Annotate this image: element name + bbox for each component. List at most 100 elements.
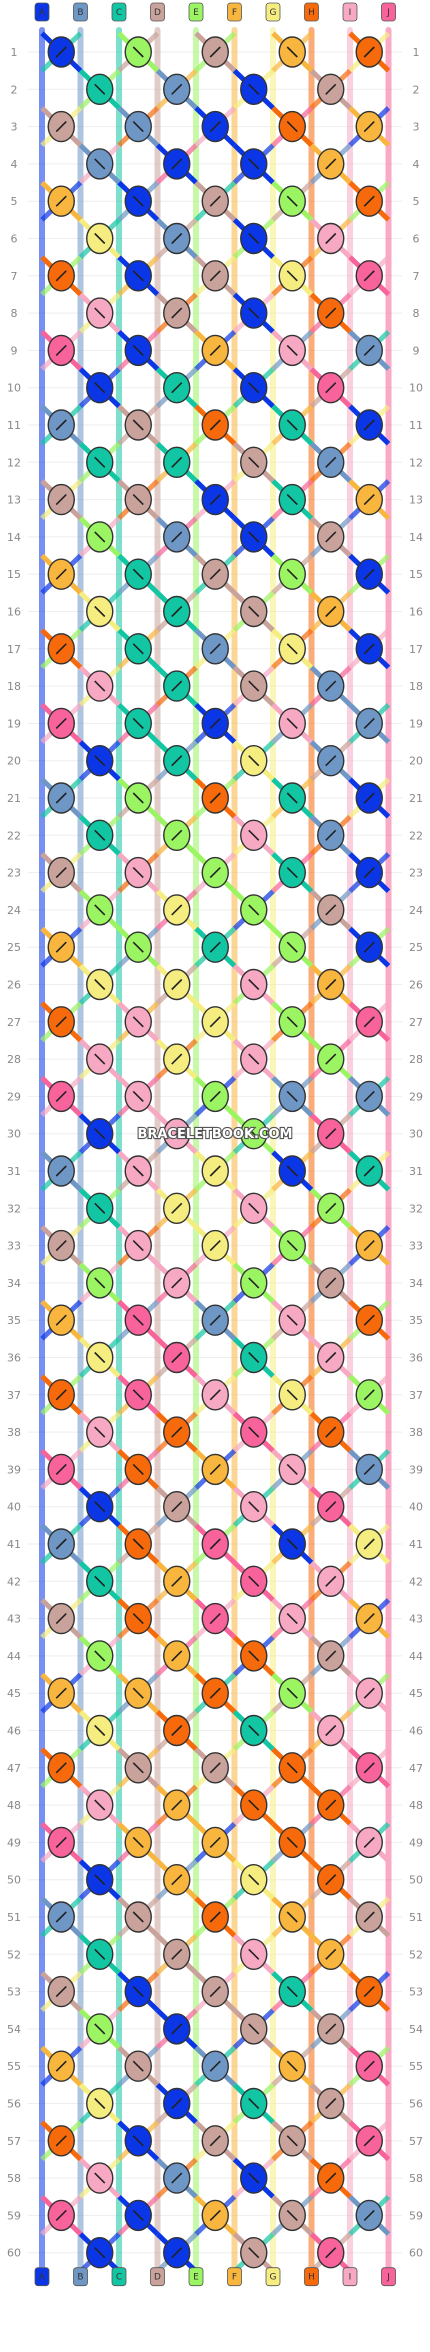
row-number-left: 24 [7,904,21,917]
knot-arrow-icon [325,1724,337,1737]
knot-arrow-icon [248,531,260,543]
column-tab-F [227,2267,242,2287]
column-label-B: B [77,8,83,18]
knot-arrow-icon [132,941,144,953]
knot-arrow-icon [132,2060,144,2072]
knot-arrow-icon [248,232,260,245]
column-tab-G [265,2,281,22]
column-label-G: G [270,2273,277,2283]
knot-arrow-icon [363,1762,375,1774]
row-number-right: 11 [409,419,423,432]
knot-arrow-icon [286,2135,298,2147]
knot-arrow-icon [55,1165,67,1177]
knot-arrow-icon [55,1538,67,1550]
row-number-right: 13 [409,494,423,507]
knot-arrow-icon [286,2060,298,2072]
row-number-left: 20 [7,755,21,768]
knot-arrow-icon [55,344,67,356]
knot-arrow-icon [248,1351,260,1364]
knot-arrow-icon [171,1948,183,1960]
knot-arrow-icon [94,1874,106,1886]
row-number-right: 36 [409,1352,423,1365]
row-number-right: 37 [409,1389,423,1402]
knot-arrow-icon [132,568,144,580]
column-label-H: H [308,2273,315,2283]
knot-arrow-icon [132,1016,144,1028]
column-label-D: D [154,8,161,18]
row-number-right: 10 [409,382,423,395]
knot-arrow-icon [132,2209,144,2221]
knot-arrow-icon [248,1724,260,1737]
row-number-left: 55 [7,2060,21,2073]
row-number-left: 54 [7,2023,21,2036]
knot-arrow-icon [94,1128,106,1140]
knot-arrow-icon [132,1165,144,1177]
knot-arrow-icon [209,1389,221,1401]
row-number-left: 43 [7,1613,21,1626]
knot-arrow-icon [209,1016,221,1028]
knot-arrow-icon [363,1314,375,1326]
knot-arrow-icon [171,1799,183,1811]
knot-arrow-icon [132,1613,144,1625]
knot-arrow-icon [171,1053,183,1065]
knot-arrow-icon [94,1575,106,1587]
knot-arrow-icon [171,83,183,95]
knot-arrow-icon [209,1165,221,1177]
knot-arrow-icon [55,46,67,58]
knot-arrow-icon [209,1314,221,1326]
knot-arrow-icon [286,1911,298,1923]
row-number-right: 39 [409,1463,423,1476]
row-number-right: 14 [409,531,423,544]
row-number-right: 32 [409,1202,423,1215]
column-tab-B [73,2267,88,2287]
knot-arrow-icon [171,531,183,543]
row-number-left: 9 [11,344,18,357]
knot-arrow-icon [132,344,144,356]
knot-arrow-icon [325,232,337,245]
knot-arrow-icon [209,2135,221,2147]
knot-arrow-icon [171,232,183,245]
column-label-E: E [193,2273,199,2283]
knot-arrow-icon [286,1836,298,1848]
column-label-D: D [154,2273,161,2283]
knot-arrow-icon [94,2172,106,2184]
row-number-left: 17 [7,643,21,656]
knot-arrow-icon [248,2023,260,2035]
row-number-left: 31 [7,1165,21,1178]
row-number-left: 52 [7,1948,21,1961]
column-label-I: I [349,8,352,18]
row-number-left: 60 [7,2247,21,2260]
knot-arrow-icon [94,1799,106,1811]
knot-arrow-icon [286,643,298,655]
column-tab-A [34,2,50,22]
knot-arrow-icon [248,829,260,841]
knot-arrow-icon [286,419,298,431]
knot-arrow-icon [132,1986,144,1998]
row-number-left: 15 [7,568,21,581]
knot-arrow-icon [55,419,67,431]
knot-arrow-icon [132,121,144,133]
knot-arrow-icon [286,195,298,207]
knot-arrow-icon [132,1314,144,1326]
knot-arrow-icon [132,643,144,655]
row-number-right: 5 [413,195,420,208]
row-number-right: 4 [413,158,420,171]
knot-arrow-icon [363,1836,375,1848]
row-number-left: 33 [7,1240,21,1253]
knot-arrow-icon [132,1911,144,1923]
knot-arrow-icon [325,1426,337,1438]
knot-arrow-icon [286,717,298,729]
knot-arrow-icon [363,46,375,58]
knot-arrow-icon [209,1687,221,1699]
knot-arrow-icon [248,158,260,170]
knot-arrow-icon [325,456,337,468]
knot-arrow-icon [132,867,144,879]
row-number-right: 23 [409,867,423,880]
knot-arrow-icon [94,1501,106,1513]
row-number-left: 45 [7,1687,21,1700]
knot-arrow-icon [363,1463,375,1475]
column-label-F: F [232,8,237,18]
knot-arrow-icon [248,1650,260,1662]
knot-arrow-icon [55,1240,67,1252]
knot-arrow-icon [209,494,221,506]
